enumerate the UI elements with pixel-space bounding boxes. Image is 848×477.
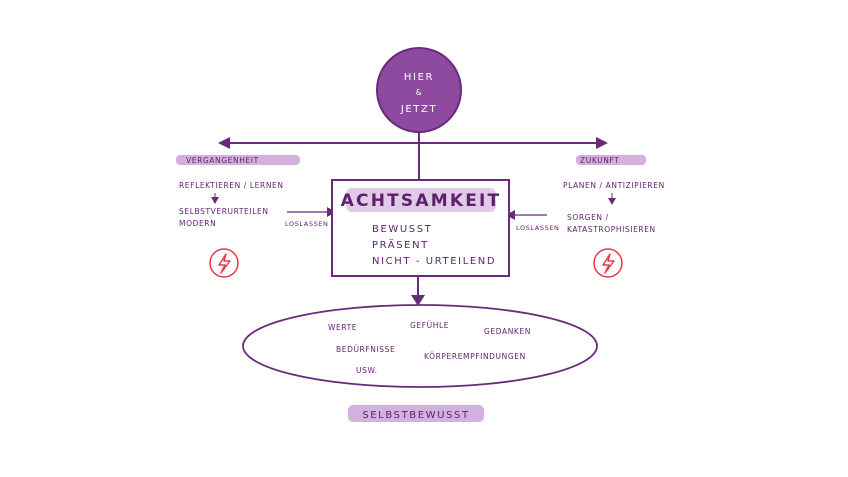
ellipse-word-values: Werte: [328, 323, 357, 332]
timeline-arrow-left: [218, 137, 230, 149]
ellipse-word-etc: usw.: [356, 366, 378, 375]
past-label: Vergangenheit: [186, 156, 259, 165]
ellipse-word-feelings: Gefühle: [410, 321, 449, 330]
past-highlight: [176, 155, 300, 165]
center-line-3: Jetzt: [400, 104, 437, 115]
footer-highlight: [348, 405, 484, 422]
mindfulness-title: Achtsamkeit: [341, 191, 502, 211]
timeline-arrow-right: [596, 137, 608, 149]
mindfulness-line-1: Bewusst: [372, 224, 432, 235]
future-highlight: [576, 155, 646, 165]
ellipse-word-needs: Bedürfnisse: [336, 345, 395, 354]
future-item-2b: Katastrophisieren: [567, 225, 656, 234]
box-to-ellipse-arrowhead: [411, 295, 425, 306]
past-release-label: loslassen: [285, 220, 328, 228]
future-item-1: Planen / Antizipieren: [563, 181, 665, 190]
past-item-2a: Selbstverurteilen: [179, 207, 269, 216]
ellipse-word-thoughts: Gedanken: [484, 327, 531, 336]
future-release-label: loslassen: [516, 224, 559, 232]
ellipse-word-body-sensations: Körperempfindungen: [424, 352, 526, 361]
center-line-2: &: [416, 88, 422, 97]
future-item-2a: Sorgen /: [567, 213, 609, 222]
past-item-2b: Modern: [179, 219, 216, 228]
mindfulness-line-2: Präsent: [372, 238, 429, 251]
future-lightning-icon: [593, 248, 623, 278]
mindfulness-line-3: Nicht - Urteilend: [372, 256, 496, 267]
past-lightning-icon: [209, 248, 239, 278]
footer-label: Selbstbewusst: [362, 410, 469, 421]
center-line-1: Hier: [404, 72, 434, 83]
future-label: Zukunft: [580, 156, 619, 165]
self-awareness-ellipse: [242, 304, 598, 388]
mindfulness-title-highlight: [346, 188, 496, 212]
past-item-1: Reflektieren / Lernen: [179, 181, 284, 190]
